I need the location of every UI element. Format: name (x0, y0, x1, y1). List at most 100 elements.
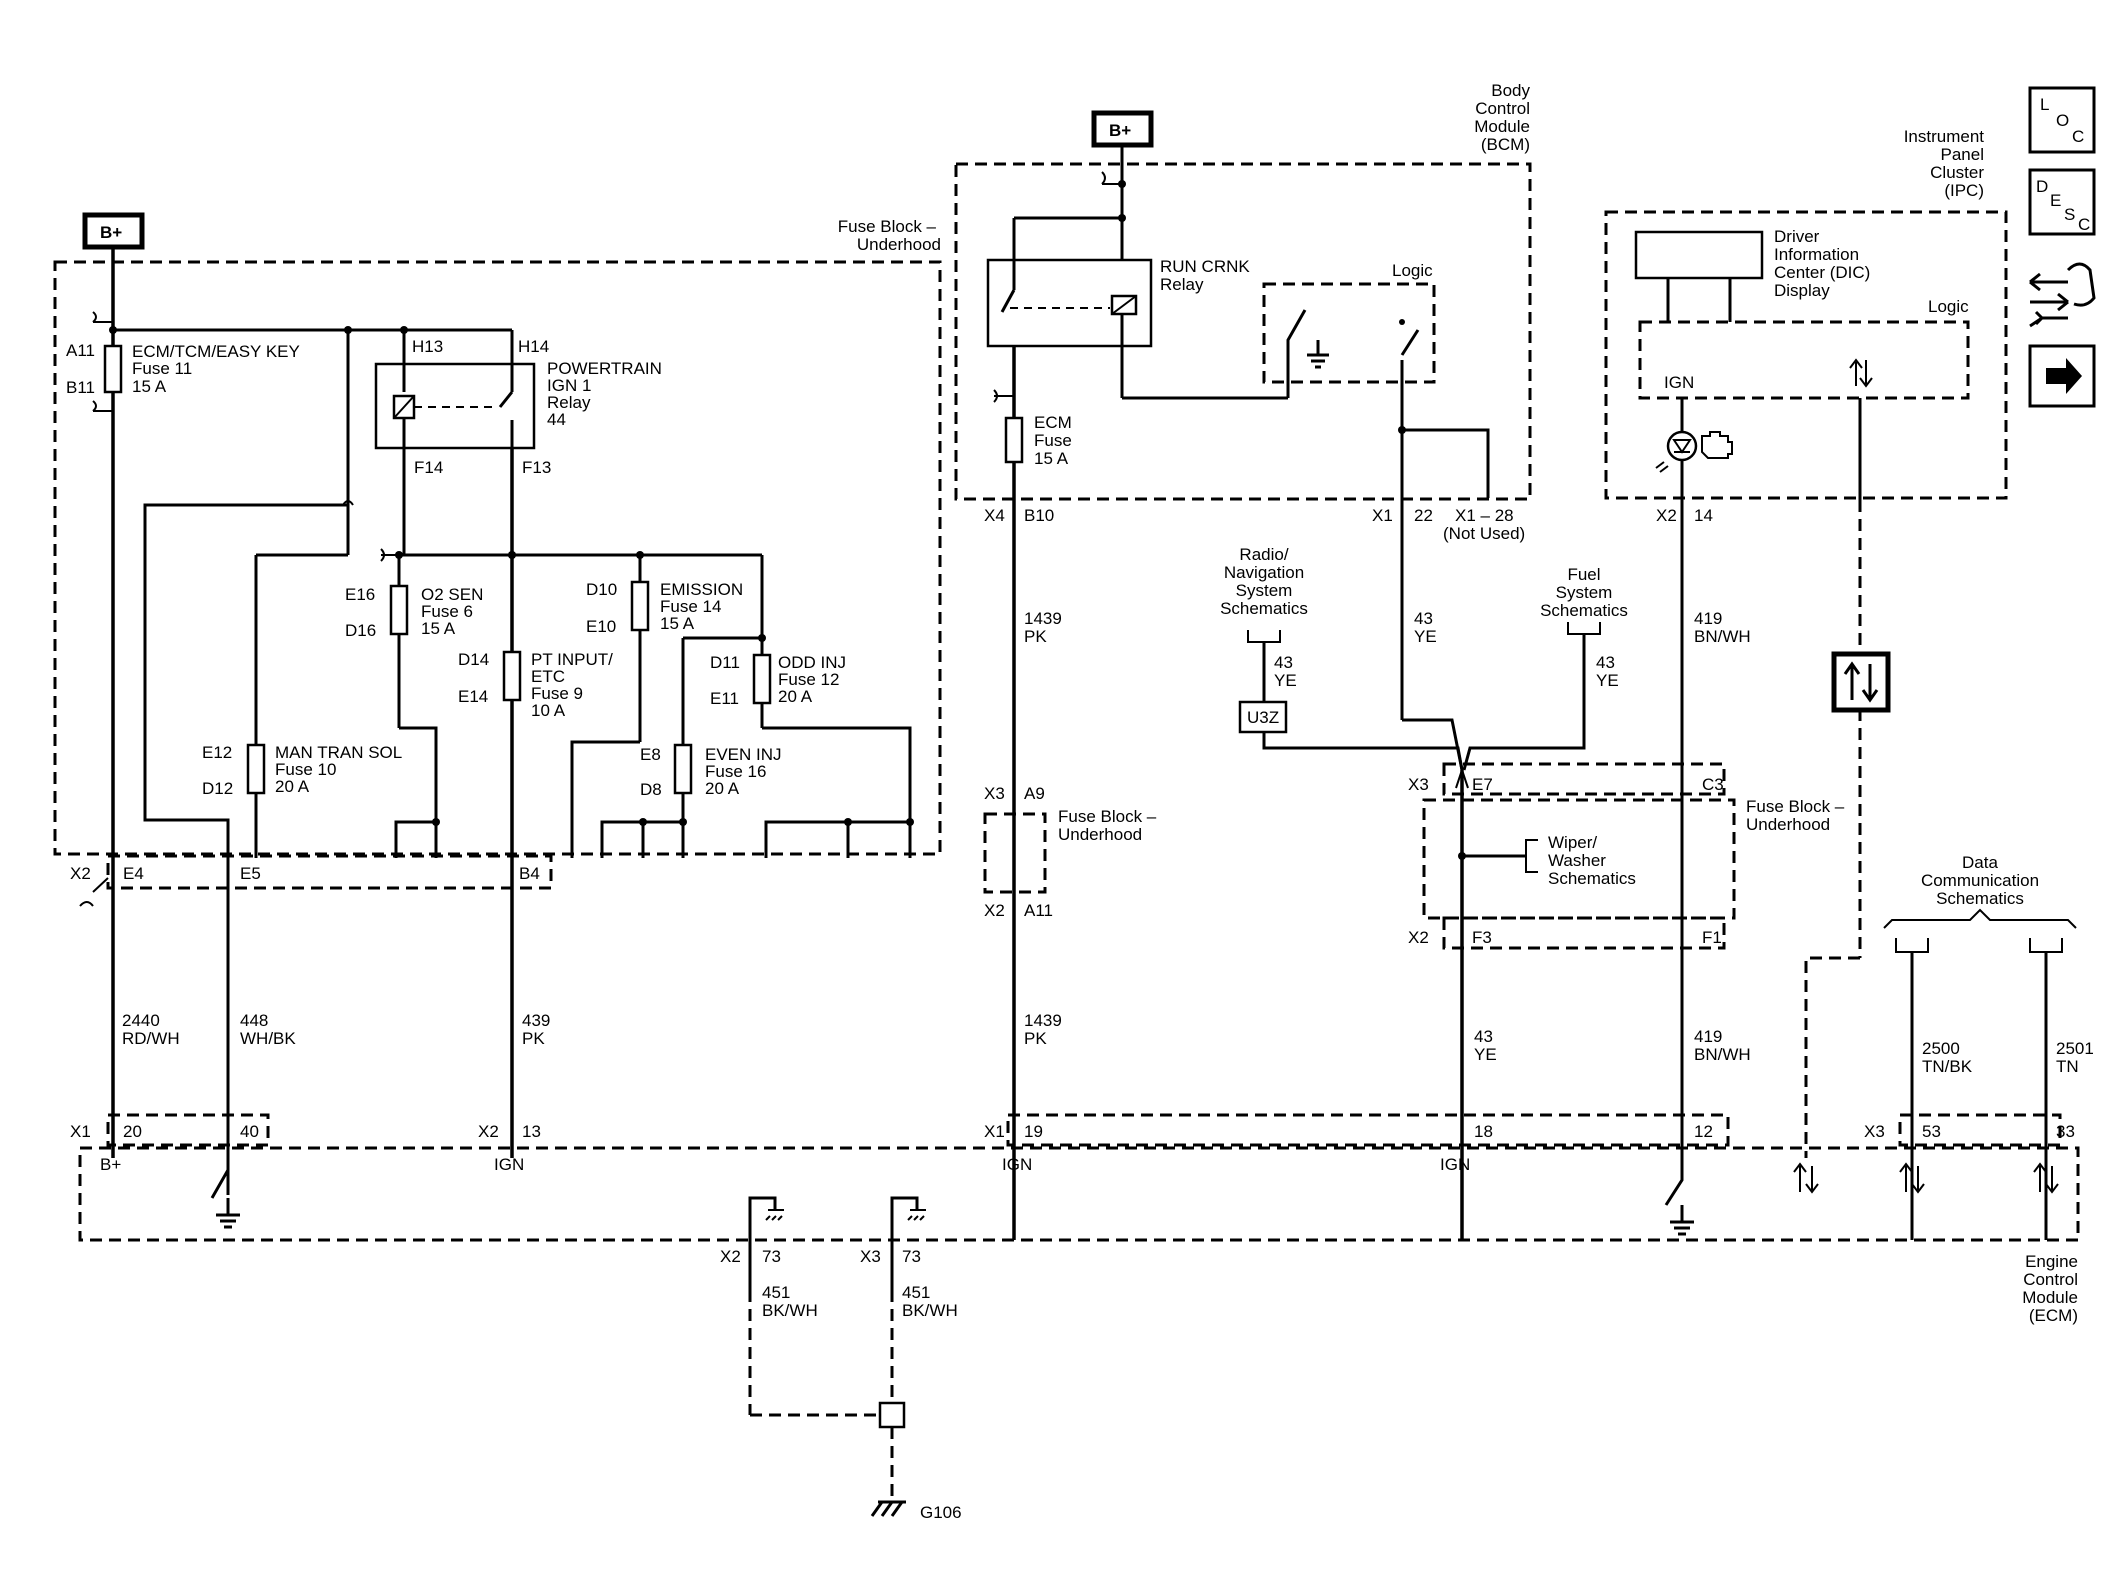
fuse-block-underhood-mid (983, 812, 1047, 894)
diagram-label: Fuse (1034, 431, 1072, 450)
ground-icon (1307, 340, 1329, 369)
diagram-label: 19 (1024, 1122, 1043, 1141)
diagram-label: 40 (240, 1122, 259, 1141)
diagram-label: Communication (1921, 871, 2039, 890)
diagram-label: Fuse Block – (1746, 797, 1845, 816)
diagram-label: C3 (1702, 775, 1724, 794)
diagram-label: Logic (1928, 297, 1969, 316)
diagram-label: Fuse 9 (531, 684, 583, 703)
diagram-label: 439 (522, 1011, 550, 1030)
dic-display (1634, 230, 1764, 280)
emission-fuse (630, 580, 650, 632)
diagram-label: E7 (1472, 775, 1493, 794)
diagram-label: 73 (762, 1247, 781, 1266)
diagram-label: Navigation (1224, 563, 1304, 582)
diagram-label: (BCM) (1481, 135, 1530, 154)
diagram-label: 15 A (660, 614, 695, 633)
diagram-label: X1 (70, 1122, 91, 1141)
diagram-label: F3 (1472, 928, 1492, 947)
diagram-label: Washer (1548, 851, 1606, 870)
diagram-label: ECM/TCM/EASY KEY (132, 342, 300, 361)
diagram-label: Schematics (1540, 601, 1628, 620)
fuse-block-label-left-1: Fuse Block – (838, 217, 937, 236)
location-button[interactable]: L O C (2028, 86, 2096, 154)
fuse-block-label-left-2: Underhood (857, 235, 941, 254)
diagram-label: X3 (1408, 775, 1429, 794)
diagram-label: 451 (902, 1283, 930, 1302)
diagram-label: Underhood (1746, 815, 1830, 834)
diagram-label: YE (1474, 1045, 1497, 1064)
diagram-label: Driver (1774, 227, 1820, 246)
diagram-label: Control (2023, 1270, 2078, 1289)
diagram-label: 20 A (275, 777, 310, 796)
diagram-label: BN/WH (1694, 627, 1751, 646)
diagram-label: BK/WH (902, 1301, 958, 1320)
diagram-label: Fuse Block – (1058, 807, 1157, 826)
diagram-label: BN/WH (1694, 1045, 1751, 1064)
diagram-label: X2 (984, 901, 1005, 920)
diagram-label: Body (1491, 81, 1530, 100)
diagram-label: System (1556, 583, 1613, 602)
diagram-label: Fuse 16 (705, 762, 766, 781)
chassis-ground-icon (870, 1500, 906, 1517)
diagram-label: Logic (1392, 261, 1433, 280)
diagram-label: RD/WH (122, 1029, 180, 1048)
description-button[interactable]: D E S C (2028, 168, 2096, 236)
odd-inj-fuse (752, 653, 772, 705)
diagram-label: Center (DIC) (1774, 263, 1870, 282)
diagram-label: O (2056, 111, 2069, 130)
diagram-label: 419 (1694, 1027, 1722, 1046)
diagram-label: D14 (458, 650, 489, 669)
diagram-label: Fuse 14 (660, 597, 721, 616)
diagram-label: X2 (1408, 928, 1429, 947)
diagram-label: X2 (70, 864, 91, 883)
diagram-label: 15 A (1034, 449, 1069, 468)
serial-data-icon (1831, 651, 1891, 713)
diagram-label: E4 (123, 864, 144, 883)
diagram-label: Radio/ (1239, 545, 1288, 564)
ground-icon (1670, 1205, 1694, 1236)
diagram-label: 20 A (778, 687, 813, 706)
diagram-label: 2500 (1922, 1039, 1960, 1058)
fuse-block-underhood-left (53, 260, 942, 856)
diagram-label: X4 (984, 506, 1005, 525)
diagram-label: A11 (66, 341, 95, 360)
diagram-label: 22 (1414, 506, 1433, 525)
diagram-label: Display (1774, 281, 1830, 300)
diagram-label: EMISSION (660, 580, 743, 599)
connector-views-icon[interactable] (2029, 262, 2096, 328)
diagram-label: Fuse 10 (275, 760, 336, 779)
diagram-label: Schematics (1220, 599, 1308, 618)
diagram-label: S (2064, 205, 2075, 224)
diagram-label: Fuel (1567, 565, 1600, 584)
diagram-label: EVEN INJ (705, 745, 782, 764)
diagram-label: E12 (202, 743, 232, 762)
next-arrow-button[interactable] (2028, 344, 2096, 408)
diagram-label: E5 (240, 864, 261, 883)
ipc-logic (1638, 320, 1970, 400)
diagram-label: IGN (1664, 373, 1694, 392)
diagram-label: 53 (1922, 1122, 1941, 1141)
diagram-label: IGN (1440, 1155, 1470, 1174)
diagram-label: 419 (1694, 609, 1722, 628)
diagram-label: Module (2022, 1288, 2078, 1307)
diagram-label: B10 (1024, 506, 1054, 525)
diagram-label: Cluster (1930, 163, 1984, 182)
diagram-label: X2 (720, 1247, 741, 1266)
bplus-box-bcm: B+ (1091, 110, 1154, 148)
diagram-label: (ECM) (2029, 1306, 2078, 1325)
diagram-label: (IPC) (1944, 181, 1984, 200)
diagram-label: C (2072, 127, 2084, 146)
diagram-label: X3 (860, 1247, 881, 1266)
diagram-label: TN/BK (1922, 1057, 1973, 1076)
diagram-label: E10 (586, 617, 616, 636)
diagram-label: Fuse 11 (132, 359, 192, 378)
diagram-label: B4 (519, 864, 540, 883)
diagram-label: Relay (1160, 275, 1204, 294)
diagram-label: RUN CRNK (1160, 257, 1250, 276)
diagram-label: Fuse 6 (421, 602, 473, 621)
diagram-label: H14 (518, 337, 549, 356)
diagram-label: YE (1596, 671, 1619, 690)
diagram-label: 73 (902, 1247, 921, 1266)
diagram-label: Data (1962, 853, 1998, 872)
